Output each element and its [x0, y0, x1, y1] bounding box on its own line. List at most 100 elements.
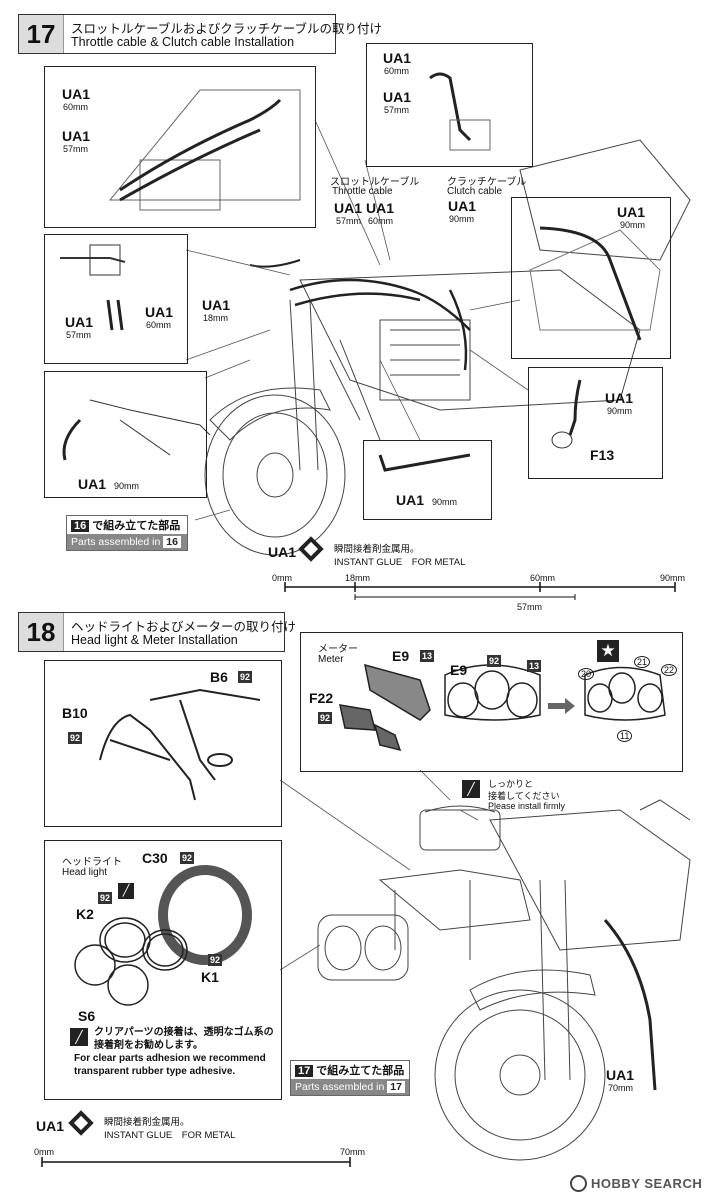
- throttle-label-ja: スロットルケーブル: [330, 177, 420, 188]
- ua1-label: UA1: [62, 86, 91, 102]
- b10-label: B10: [62, 705, 88, 721]
- decal-number: 21: [634, 656, 651, 668]
- length-label: 90mm: [114, 481, 140, 491]
- front-wheel-17: [204, 394, 346, 556]
- front-wheel-18: [434, 989, 606, 1161]
- ua1-label: UA1: [606, 1067, 635, 1083]
- length-label: 18mm: [203, 313, 229, 323]
- glue-brush-icon: ╱: [70, 1028, 88, 1046]
- step17-number: 17: [19, 15, 64, 53]
- glue-en: INSTANT GLUE FOR METAL: [104, 1130, 236, 1141]
- f22-label: F22: [309, 690, 334, 706]
- decal-number: 11: [617, 730, 633, 742]
- step-ref: 17: [295, 1065, 314, 1077]
- glue-brush-icon: ╱: [118, 883, 134, 899]
- part-number-tag: 92: [238, 671, 253, 683]
- part-number-tag: 92: [487, 655, 502, 667]
- install-firmly-ja2: 接着してください: [488, 791, 560, 801]
- ua1-label: UA1: [617, 204, 646, 220]
- glue-brush-icon: ╱: [462, 780, 480, 798]
- scale-tick: 70mm: [340, 1147, 366, 1157]
- scale-sub: 57mm: [517, 602, 543, 612]
- decal-number: 20: [578, 668, 595, 680]
- logo-mark-icon: [570, 1174, 587, 1192]
- step17-title-ja: スロットルケーブルおよびクラッチケーブルの取り付け: [71, 22, 383, 36]
- ua1-label: UA1: [78, 476, 107, 492]
- scale-tick: 60mm: [530, 573, 556, 583]
- step18-title-ja: ヘッドライトおよびメーターの取り付け: [71, 620, 297, 634]
- step17-header: 17 スロットルケーブルおよびクラッチケーブルの取り付け Throttle ca…: [18, 14, 382, 54]
- headlight-label-en: Head light: [62, 867, 108, 878]
- e9-label: E9: [392, 648, 410, 664]
- glue-en: INSTANT GLUE FOR METAL: [334, 557, 466, 568]
- install-firmly-en: Please install firmly: [488, 801, 566, 811]
- ua1-label: UA1: [65, 314, 94, 330]
- step18-inset-meter: [300, 632, 683, 772]
- clutch-label-en: Clutch cable: [447, 186, 503, 197]
- length-label: 90mm: [607, 406, 633, 416]
- step17-inset-handlebar: [44, 234, 188, 364]
- step17-inset-f13: [528, 367, 663, 479]
- length-label: 70mm: [608, 1083, 634, 1093]
- length-label: 60mm: [368, 216, 394, 226]
- length-label: 60mm: [146, 320, 172, 330]
- headlight-note-en: For clear parts adhesion we recommend tr…: [74, 1053, 266, 1077]
- assembled-ja: で組み立てた部品: [316, 1065, 405, 1077]
- ua1-label: UA1: [366, 200, 395, 216]
- step18-inset-frame: [44, 660, 282, 827]
- step18-header: 18 ヘッドライトおよびメーターの取り付け Head light & Meter…: [18, 612, 296, 652]
- glue-ja: 瞬間接着剤金属用。: [334, 544, 420, 555]
- step17-title-en: Throttle cable & Clutch cable Installati…: [71, 35, 295, 49]
- throttle-label-en: Throttle cable: [332, 186, 393, 197]
- ua1-label: UA1: [145, 304, 174, 320]
- f13-label: F13: [590, 447, 615, 463]
- scale-tick: 0mm: [34, 1147, 54, 1157]
- install-firmly-ja1: しっかりと: [488, 779, 534, 789]
- length-label: 57mm: [336, 216, 362, 226]
- glue-ja: 瞬間接着剤金属用。: [104, 1117, 190, 1128]
- logo-text: HOBBY SEARCH: [591, 1175, 703, 1191]
- c30-label: C30: [142, 850, 168, 866]
- length-label: 60mm: [384, 66, 410, 76]
- part-number-tag: 92: [98, 892, 113, 904]
- length-label: 57mm: [63, 144, 89, 154]
- glue-code: UA1: [268, 544, 297, 560]
- step17-inset-topleft: [44, 66, 316, 228]
- part-number-tag: 13: [420, 650, 435, 662]
- meter-label-en: Meter: [318, 654, 344, 665]
- ua1-label: UA1: [448, 198, 477, 214]
- length-label: 60mm: [63, 102, 89, 112]
- ua1-label: UA1: [62, 128, 91, 144]
- length-label: 90mm: [620, 220, 646, 230]
- assembled-ja: で組み立てた部品: [92, 520, 181, 532]
- step17-inset-topright: [366, 43, 533, 167]
- step-ref: 16: [163, 536, 181, 548]
- scale-tick: 0mm: [272, 573, 292, 583]
- star-icon: ★: [597, 640, 619, 662]
- s6-label: S6: [78, 1008, 96, 1024]
- k2-label: K2: [76, 906, 94, 922]
- arrow-icon: [548, 698, 575, 714]
- step17-inset-right: [511, 197, 671, 359]
- scale-tick: 90mm: [660, 573, 686, 583]
- assembled-en: Parts assembled in: [71, 536, 161, 548]
- step18-inset-headlight: [44, 840, 282, 1100]
- step-ref: 16: [71, 520, 90, 532]
- ua1-label: UA1: [334, 200, 363, 216]
- scale-tick: 18mm: [345, 573, 371, 583]
- headlight-note-ja: クリアパーツの接着は、透明なゴム系の接着剤をお勧めします。: [94, 1027, 274, 1051]
- length-label: 57mm: [66, 330, 92, 340]
- part-number-tag: 92: [318, 712, 333, 724]
- ua1-label: UA1: [396, 492, 425, 508]
- step18-number: 18: [19, 613, 64, 651]
- k1-label: K1: [201, 969, 219, 985]
- ua1-label: UA1: [202, 297, 231, 313]
- hobby-search-logo: HOBBY SEARCH: [570, 1174, 702, 1192]
- part-number-tag: 92: [180, 852, 195, 864]
- meter-label-ja: メーター: [318, 644, 358, 655]
- step17-inset-bottom: [363, 440, 492, 520]
- length-label: 90mm: [449, 214, 475, 224]
- length-label: 57mm: [384, 105, 410, 115]
- part-number-tag: 92: [68, 732, 83, 744]
